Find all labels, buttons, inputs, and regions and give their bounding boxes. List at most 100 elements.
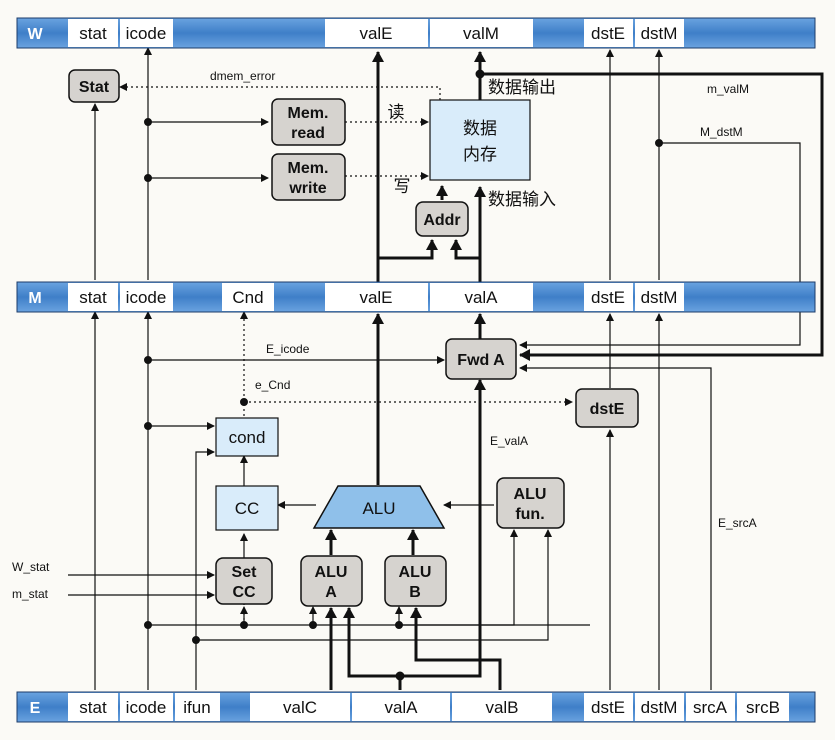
signal-m-valm: m_valM <box>707 82 749 96</box>
signal-e-srca: E_srcA <box>718 516 757 530</box>
wire-vala-fwda <box>400 379 486 678</box>
data-in-label: 数据输入 <box>488 190 556 210</box>
alu-b-label-1: ALU <box>399 564 432 581</box>
cond-block-label: cond <box>229 428 266 447</box>
m-field-icode: icode <box>126 288 167 307</box>
signal-m-dstm: M_dstM <box>700 125 743 139</box>
junction-dot <box>144 118 152 126</box>
m-field-cnd: Cnd <box>232 288 263 307</box>
w-pipeline-register: W stat icode valE valM dstE dstM <box>16 17 816 49</box>
m-pipeline-register: M stat icode Cnd valE valA dstE dstM <box>16 281 816 313</box>
e-field-icode: icode <box>126 698 167 717</box>
m-field-stat: stat <box>79 288 107 307</box>
signal-w-stat: W_stat <box>12 560 50 574</box>
alu-a-label-2: A <box>325 584 337 601</box>
w-field-icode: icode <box>126 24 167 43</box>
e-field-dste: dstE <box>591 698 625 717</box>
e-field-ifun: ifun <box>183 698 210 717</box>
mem-read-block: Mem. read <box>271 98 346 146</box>
fwd-a-label: Fwd A <box>457 352 505 369</box>
dste-block-label: dstE <box>590 401 625 418</box>
w-field-dste: dstE <box>591 24 625 43</box>
data-out-label: 数据输出 <box>488 78 556 98</box>
e-field-vala: valA <box>384 698 418 717</box>
alu-b-label-2: B <box>409 584 421 601</box>
signal-e-icode: E_icode <box>266 342 310 356</box>
dste-block: dstE <box>575 388 639 428</box>
read-label: 读 <box>388 103 405 123</box>
wire-m-valm-fwd <box>480 72 824 361</box>
wire-valb-alub <box>410 607 502 690</box>
junction-dot <box>144 174 152 182</box>
w-field-valm: valM <box>463 24 499 43</box>
m-field-vale: valE <box>359 288 392 307</box>
junction-dot <box>309 621 317 629</box>
mem-write-label-1: Mem. <box>288 160 329 177</box>
fwd-a-block: Fwd A <box>445 338 517 380</box>
addr-block-label: Addr <box>423 212 460 229</box>
alu-fun-block: ALU fun. <box>496 477 565 529</box>
signal-m-stat: m_stat <box>12 587 49 601</box>
alu-a-block: ALU A <box>300 555 363 607</box>
alu-block-label: ALU <box>362 499 395 518</box>
wire-vale-addr <box>378 239 438 260</box>
junction-dot <box>475 69 485 79</box>
wire-icode-alufun <box>399 529 518 626</box>
junction-dot <box>655 139 663 147</box>
alu-b-block: ALU B <box>384 555 447 607</box>
junction-dot <box>144 621 152 629</box>
signal-e-vala: E_valA <box>490 434 528 448</box>
wire-vala-addr <box>450 239 482 282</box>
alu-fun-label-2: fun. <box>515 506 544 523</box>
mem-read-label-1: Mem. <box>288 105 329 122</box>
w-field-dstm: dstM <box>641 24 678 43</box>
data-memory-label-2: 内存 <box>463 145 497 165</box>
wire-ifun-alufun <box>196 529 552 641</box>
alu-fun-label-1: ALU <box>514 486 547 503</box>
set-cc-label-2: CC <box>232 584 256 601</box>
e-field-dstm: dstM <box>641 698 678 717</box>
addr-block: Addr <box>415 201 469 237</box>
data-memory-label-1: 数据 <box>463 119 497 139</box>
junction-dot <box>240 398 248 406</box>
alu-a-label-1: ALU <box>315 564 348 581</box>
e-field-srcb: srcB <box>746 698 780 717</box>
junction-dot <box>192 636 200 644</box>
e-pipeline-register: E stat icode ifun valC valA valB dstE ds… <box>16 691 816 723</box>
m-field-dstm: dstM <box>641 288 678 307</box>
junction-dot <box>144 356 152 364</box>
wire-m-dstm-fwd <box>519 142 801 349</box>
e-field-valb: valB <box>485 698 518 717</box>
wire-dmem-error <box>119 83 441 100</box>
stat-block: Stat <box>68 69 120 103</box>
set-cc-label-1: Set <box>232 564 258 581</box>
m-field-dste: dstE <box>591 288 625 307</box>
signal-dmem-error: dmem_error <box>210 69 275 83</box>
junction-dot <box>395 671 405 681</box>
mem-write-label-2: write <box>288 180 326 197</box>
cc-block-label: CC <box>235 499 260 518</box>
e-field-srca: srcA <box>693 698 728 717</box>
m-stage-label: M <box>28 290 41 307</box>
e-field-stat: stat <box>79 698 107 717</box>
cc-block: CC <box>215 485 279 531</box>
junction-dot <box>144 422 152 430</box>
wires <box>68 47 824 690</box>
data-memory-block: 数据 内存 <box>429 99 531 181</box>
stat-block-label: Stat <box>79 79 110 96</box>
m-field-vala: valA <box>464 288 498 307</box>
mem-write-block: Mem. write <box>271 153 346 201</box>
set-cc-block: Set CC <box>215 557 273 605</box>
signal-e-cnd: e_Cnd <box>255 378 290 392</box>
mem-read-label-2: read <box>291 125 325 142</box>
w-field-vale: valE <box>359 24 392 43</box>
cond-block: cond <box>215 417 279 457</box>
w-field-stat: stat <box>79 24 107 43</box>
e-stage-label: E <box>30 700 41 717</box>
alu-block: ALU <box>312 485 446 529</box>
wire-vala-alua <box>343 607 402 690</box>
w-stage-label: W <box>27 26 43 43</box>
e-field-valc: valC <box>283 698 317 717</box>
